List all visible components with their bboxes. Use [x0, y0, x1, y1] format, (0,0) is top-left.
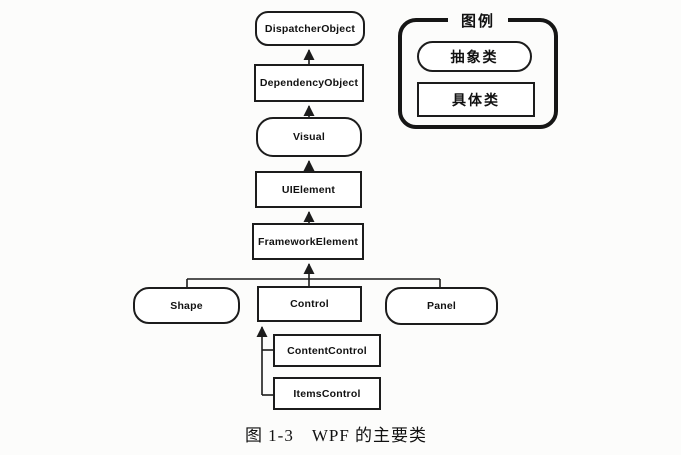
figure-caption: 图 1-3 WPF 的主要类 [244, 426, 428, 445]
node-contentcontrol: ContentControl [273, 334, 381, 367]
node-shape: Shape [133, 287, 240, 324]
node-panel: Panel [385, 287, 498, 325]
node-control: Control [257, 286, 362, 322]
node-frameworkelement: FrameworkElement [252, 223, 364, 260]
node-dependencyobject: DependencyObject [254, 64, 364, 102]
legend-concrete-class: 具体类 [417, 82, 535, 117]
legend-abstract-class: 抽象类 [417, 41, 532, 72]
node-itemscontrol: ItemsControl [273, 377, 381, 410]
legend-title: 图例 [448, 8, 508, 33]
node-dispatcherobject: DispatcherObject [255, 11, 365, 46]
node-visual: Visual [256, 117, 362, 157]
node-uielement: UIElement [255, 171, 362, 208]
